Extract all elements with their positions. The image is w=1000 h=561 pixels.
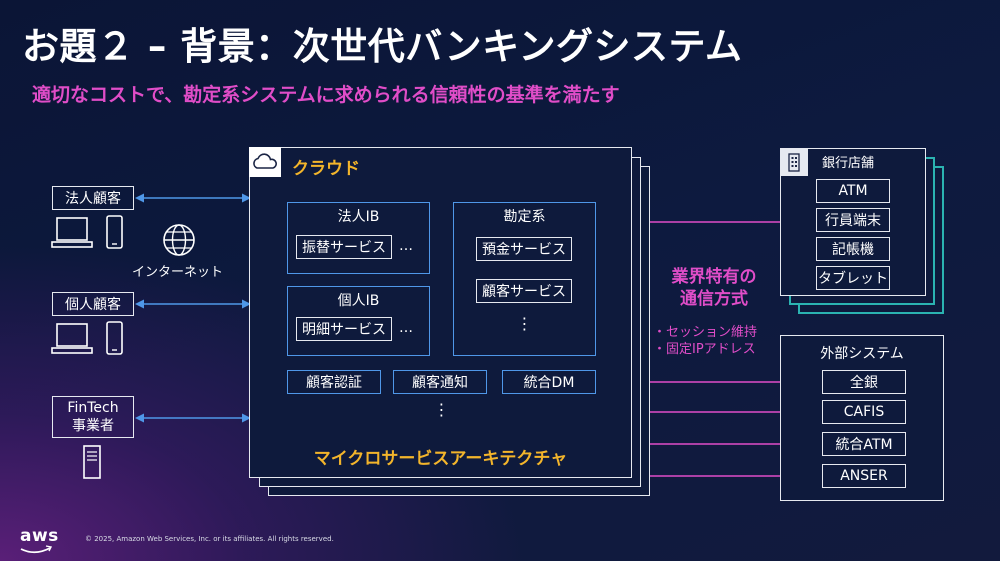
customer-service-box: 顧客サービス bbox=[476, 279, 572, 303]
core-banking-label: 勘定系 bbox=[503, 209, 546, 225]
corporate-client-box: 法人顧客 bbox=[52, 186, 134, 210]
protocol-line1: 業界特有の bbox=[671, 267, 757, 287]
fintech-client-box: FinTech 事業者 bbox=[52, 396, 134, 438]
cloud-icon bbox=[249, 147, 281, 177]
building-icon bbox=[780, 148, 808, 176]
protocol-line2: 通信方式 bbox=[680, 289, 748, 309]
corporate-ib-box bbox=[287, 202, 430, 274]
page-title: お題２ – 背景：次世代バンキングシステム bbox=[22, 25, 743, 68]
external-systems-label: 外部システム bbox=[820, 346, 904, 362]
common-more: ⋮ bbox=[433, 400, 450, 419]
zengin-box: 全銀 bbox=[822, 370, 906, 394]
protocol-bullet-session: ・セッション維持 bbox=[653, 325, 758, 340]
personal-ib-box bbox=[287, 286, 430, 356]
integrated-dm-box: 統合DM bbox=[502, 370, 596, 394]
transfer-service-box: 振替サービス bbox=[296, 235, 392, 259]
fintech-line2: 事業者 bbox=[72, 418, 114, 434]
personal-client-box: 個人顧客 bbox=[52, 292, 134, 316]
integrated-atm-box: 統合ATM bbox=[822, 432, 906, 456]
personal-ib-label: 個人IB bbox=[337, 293, 380, 309]
branch-passbook-box: 記帳機 bbox=[816, 237, 890, 261]
branch-terminal-box: 行員端末 bbox=[816, 208, 890, 232]
external-systems-container bbox=[780, 335, 944, 501]
core-banking-more: ⋮ bbox=[516, 314, 533, 333]
branch-atm-box: ATM bbox=[816, 179, 890, 203]
protocol-title: 業界特有の 通信方式 bbox=[652, 266, 776, 310]
internet-label: インターネット bbox=[132, 265, 224, 280]
deposit-service-box: 預金サービス bbox=[476, 237, 572, 261]
anser-box: ANSER bbox=[822, 464, 906, 488]
cloud-label: クラウド bbox=[292, 159, 360, 179]
branch-label: 銀行店舗 bbox=[822, 156, 875, 171]
architecture-label: マイクロサービスアーキテクチャ bbox=[313, 449, 568, 469]
customer-auth-box: 顧客認証 bbox=[287, 370, 381, 394]
cafis-box: CAFIS bbox=[822, 400, 906, 424]
statement-service-box: 明細サービス bbox=[296, 317, 392, 341]
aws-logo: aws bbox=[20, 526, 59, 546]
corporate-ib-label: 法人IB bbox=[337, 209, 380, 225]
fintech-line1: FinTech bbox=[67, 400, 119, 416]
personal-ib-more: … bbox=[399, 320, 413, 336]
copyright-text: © 2025, Amazon Web Services, Inc. or its… bbox=[85, 535, 334, 543]
corporate-ib-more: … bbox=[399, 238, 413, 254]
customer-notify-box: 顧客通知 bbox=[393, 370, 487, 394]
branch-tablet-box: タブレット bbox=[816, 266, 890, 290]
protocol-bullet-ip: ・固定IPアドレス bbox=[653, 342, 756, 357]
page-subtitle: 適切なコストで、勘定系システムに求められる信頼性の基準を満たす bbox=[32, 84, 620, 106]
core-banking-box bbox=[453, 202, 596, 356]
